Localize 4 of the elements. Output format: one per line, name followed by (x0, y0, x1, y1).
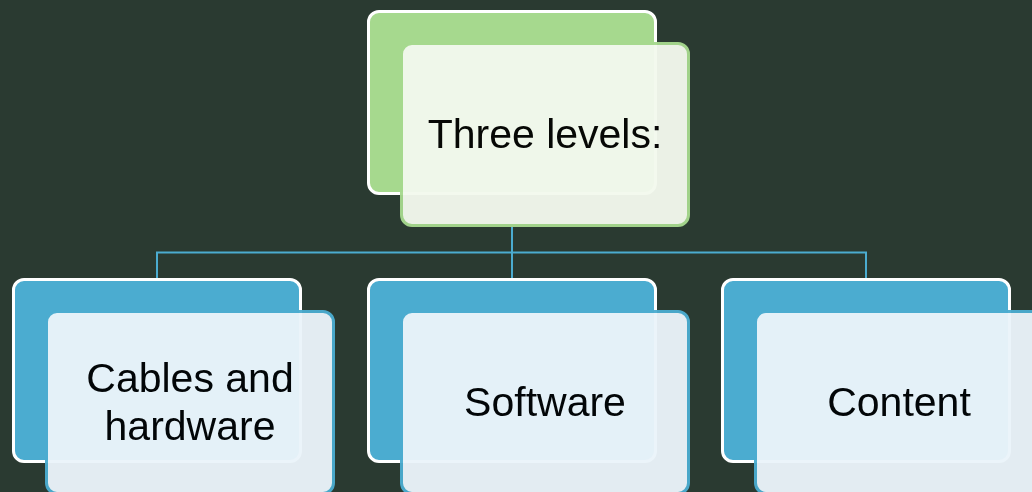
label-box: Cables and hardware (45, 310, 335, 492)
label-box: Software (400, 310, 690, 492)
label-box: Three levels: (400, 42, 690, 227)
label-box: Content (754, 310, 1032, 492)
